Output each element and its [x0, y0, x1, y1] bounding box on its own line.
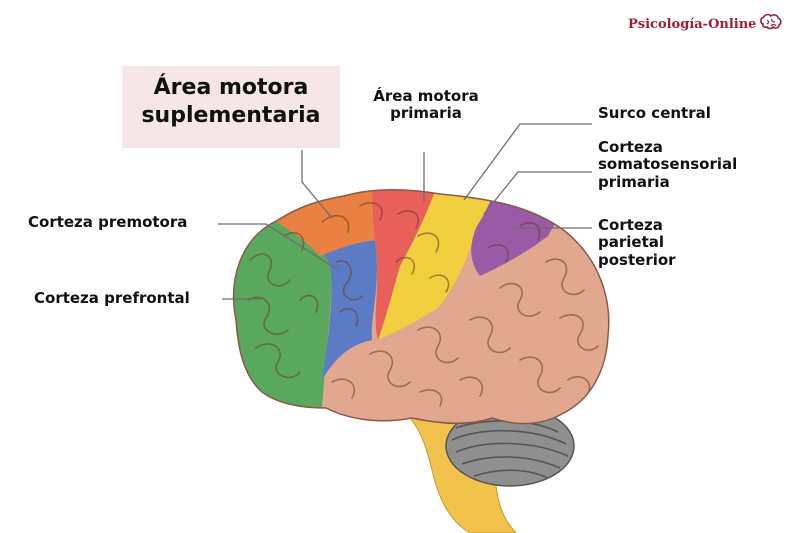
leader-supplementary-motor [301, 150, 333, 219]
label-primary-motor-line2: primaria [390, 104, 462, 123]
brain-outline [232, 189, 610, 425]
region-primary-motor [372, 189, 448, 340]
label-supplementary-motor-line2: suplementaria [141, 103, 321, 129]
brand-logo: Psicología-Online [628, 14, 783, 34]
label-prefrontal: Corteza prefrontal [34, 289, 190, 307]
label-primary-motor-line1: Área motora [373, 87, 479, 105]
brand-name: Psicología-Online [628, 16, 757, 32]
label-central-sulcus: Surco central [598, 104, 711, 122]
label-premotor: Corteza premotora [28, 213, 188, 231]
brain-logo-icon [760, 14, 783, 30]
label-supplementary-motor-line1: Área motora [153, 75, 309, 100]
leader-somatosensory [483, 171, 592, 215]
label-somatosensory-line2: somatosensorial [598, 155, 738, 174]
label-posterior-parietal-line1: Corteza [598, 216, 663, 234]
label-somatosensory-line3: primaria [598, 172, 670, 191]
cerebellum [445, 405, 575, 487]
label-somatosensory: Corteza somatosensorial primaria [598, 138, 738, 191]
leader-premotor [218, 223, 339, 271]
label-posterior-parietal: Corteza parietal posterior [598, 216, 676, 269]
label-posterior-parietal-line3: posterior [598, 250, 676, 269]
label-posterior-parietal-line2: parietal [598, 233, 665, 252]
label-somatosensory-line1: Corteza [598, 138, 663, 156]
label-supplementary-motor: Área motora suplementaria [122, 74, 340, 130]
highlight-box [122, 66, 340, 148]
label-primary-motor: Área motora primaria [356, 87, 496, 123]
leader-central-sulcus [463, 123, 592, 201]
region-supplementary-motor [250, 189, 400, 256]
